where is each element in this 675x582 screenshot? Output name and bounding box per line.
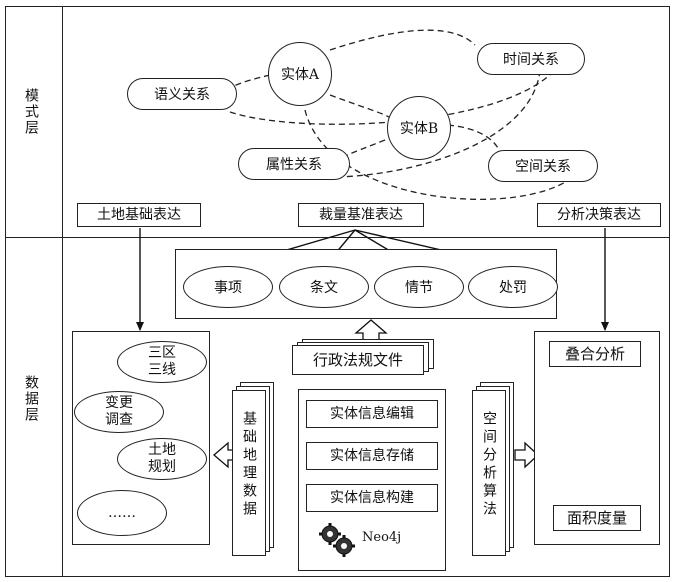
discretion-item: 情节 bbox=[374, 266, 464, 308]
land-expression-box: 土地基础表达 bbox=[77, 203, 201, 227]
semantic-relation-node: 语义关系 bbox=[127, 78, 237, 110]
discretion-item: 条文 bbox=[279, 266, 369, 308]
area-measure-label: 面积度量 bbox=[553, 505, 641, 531]
center-op-store: 实体信息存储 bbox=[306, 442, 438, 470]
basic-geo-data-label: 基础地理数据 bbox=[241, 411, 257, 519]
rel-curve-a-space bbox=[304, 109, 581, 200]
model-layer-label-box bbox=[5, 6, 63, 238]
spatial-algo-box: 空间分析算法 bbox=[472, 390, 506, 556]
rel-curve-b-space bbox=[447, 124, 501, 153]
discretion-item: 事项 bbox=[183, 266, 273, 308]
data-layer-label-box bbox=[5, 237, 63, 577]
arrow-right-hollow bbox=[514, 441, 539, 469]
rel-curve-a-semantic bbox=[223, 74, 271, 96]
rel-curve-b-attr bbox=[337, 139, 386, 161]
rel-curve-a-b bbox=[329, 94, 393, 121]
space-relation-node: 空间关系 bbox=[488, 150, 598, 182]
land-data-item: 土地 规划 bbox=[117, 438, 207, 480]
model-layer-label: 模式层 bbox=[23, 88, 39, 136]
entity-a-node: 实体A bbox=[268, 42, 332, 106]
rel-curve-semantic-time bbox=[229, 69, 556, 125]
attribute-relation-node: 属性关系 bbox=[238, 148, 350, 180]
land-data-item: 变更 调查 bbox=[74, 391, 164, 433]
basic-geo-data-box: 基础地理数据 bbox=[232, 390, 266, 556]
land-data-item: …… bbox=[77, 490, 167, 536]
gear-icon bbox=[319, 523, 355, 557]
rel-curve-a-time bbox=[329, 29, 476, 51]
law-files-box: 行政法规文件 bbox=[292, 345, 424, 375]
land-data-item: 三区 三线 bbox=[117, 341, 207, 383]
analysis-expression-box: 分析决策表达 bbox=[537, 203, 661, 227]
data-layer-label: 数据层 bbox=[23, 375, 39, 423]
discretion-item: 处罚 bbox=[468, 266, 558, 308]
center-op-build: 实体信息构建 bbox=[306, 484, 438, 512]
center-op-edit: 实体信息编辑 bbox=[306, 400, 438, 428]
discretion-expression-box: 裁量基准表达 bbox=[298, 203, 424, 227]
overlay-analysis-label: 叠合分析 bbox=[549, 341, 641, 367]
entity-b-node: 实体B bbox=[387, 96, 451, 160]
spatial-algo-label: 空间分析算法 bbox=[481, 411, 497, 519]
time-relation-node: 时间关系 bbox=[477, 43, 585, 75]
neo4j-label: Neo4j bbox=[362, 530, 402, 545]
